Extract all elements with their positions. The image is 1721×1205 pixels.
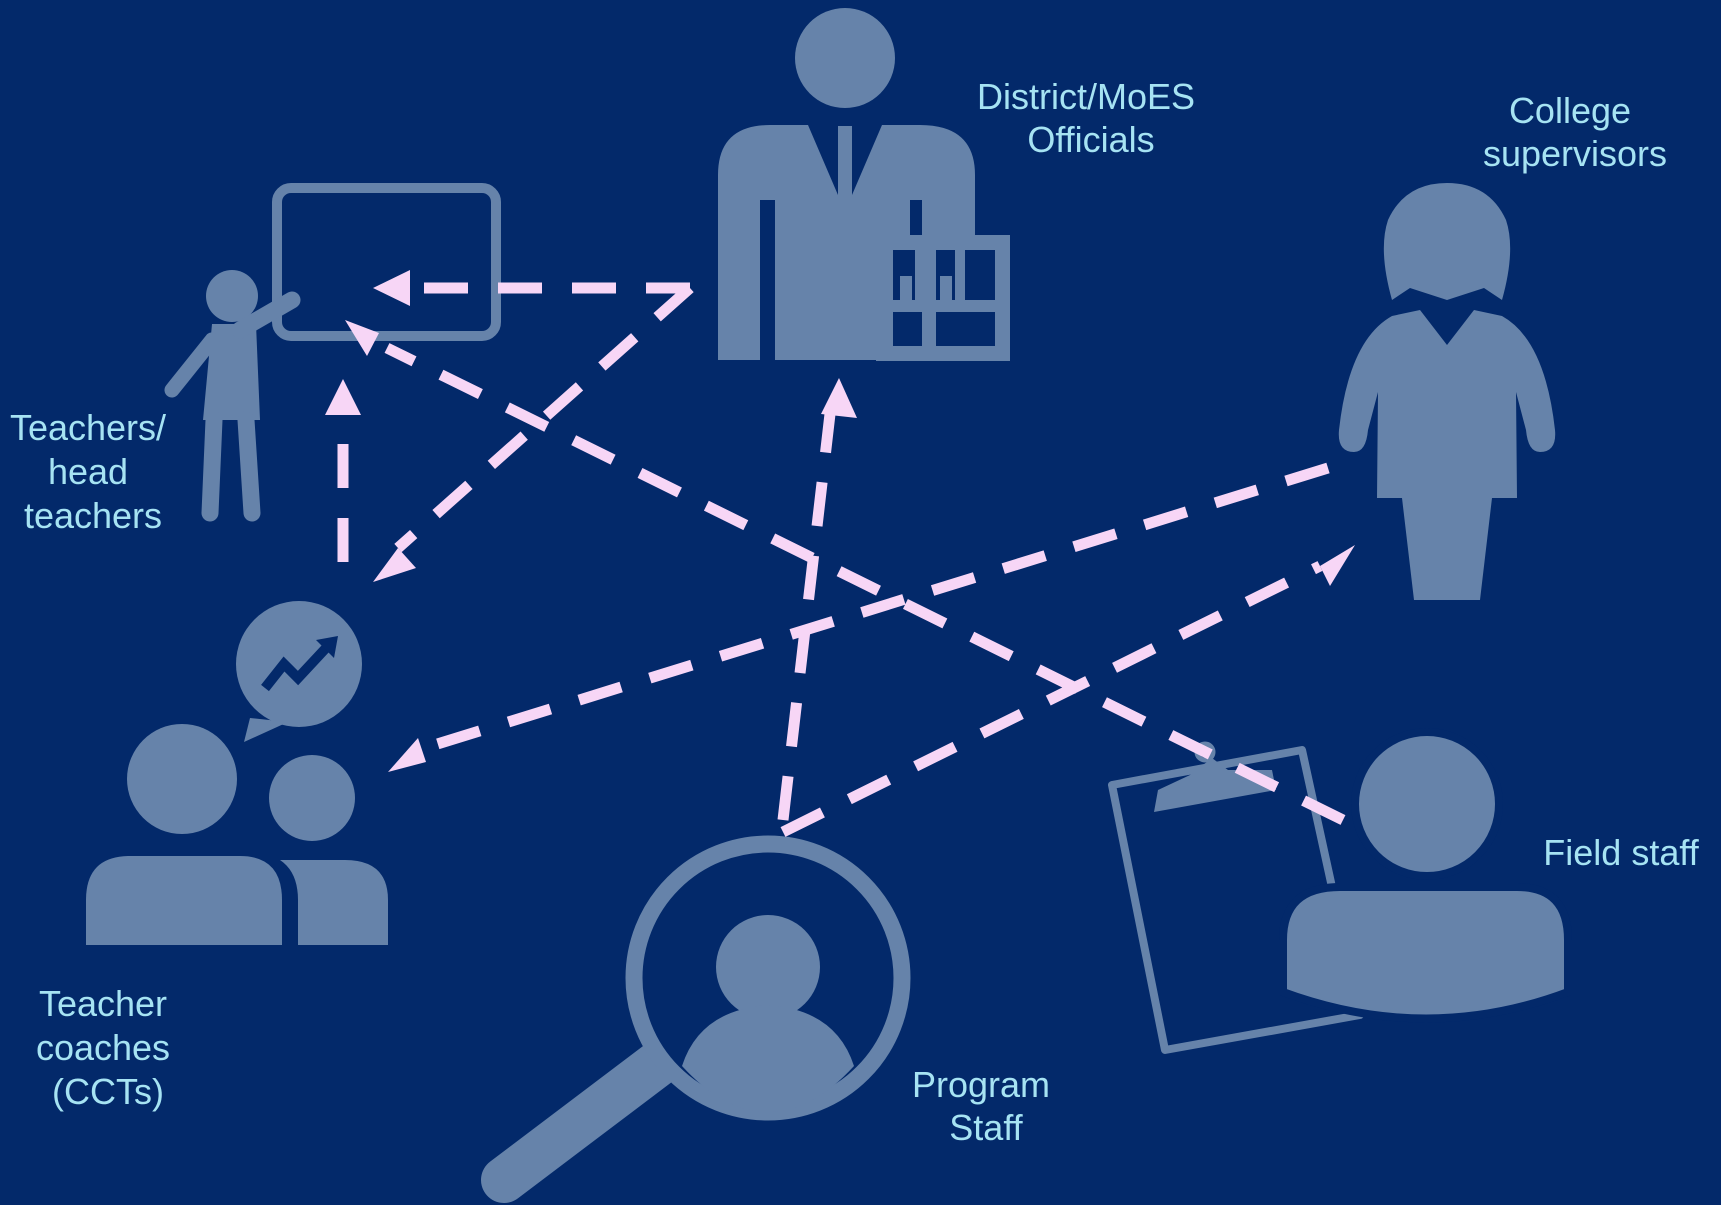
label-coaches: Teacher coaches (CCTs) (36, 983, 180, 1112)
arrow-officials-to-teachers (373, 270, 690, 306)
field-staff-clipboard-icon (1108, 728, 1572, 1054)
arrow-program-staff-to-officials (777, 378, 857, 821)
label-teachers: Teachers/ head teachers (10, 407, 176, 536)
magnifier-person-icon (481, 835, 911, 1203)
label-officials: District/MoES Officials (977, 76, 1205, 160)
official-icon (718, 8, 1010, 361)
arrow-program-staff-to-supervisors (780, 545, 1355, 837)
arrow-officials-to-coaches (373, 283, 694, 582)
arrow-coaches-to-teachers (325, 379, 361, 562)
supervisor-icon (1338, 183, 1556, 600)
coaches-chat-icon (86, 601, 388, 945)
arrow-supervisors-to-coaches (388, 462, 1330, 772)
connections-layer (325, 270, 1355, 837)
arrow-field-staff-to-teachers (345, 320, 1346, 825)
label-program-staff: Program Staff (912, 1064, 1060, 1148)
label-supervisors: College supervisors (1483, 90, 1667, 174)
teacher-at-board-icon (164, 183, 501, 522)
label-field-staff: Field staff (1543, 832, 1699, 873)
